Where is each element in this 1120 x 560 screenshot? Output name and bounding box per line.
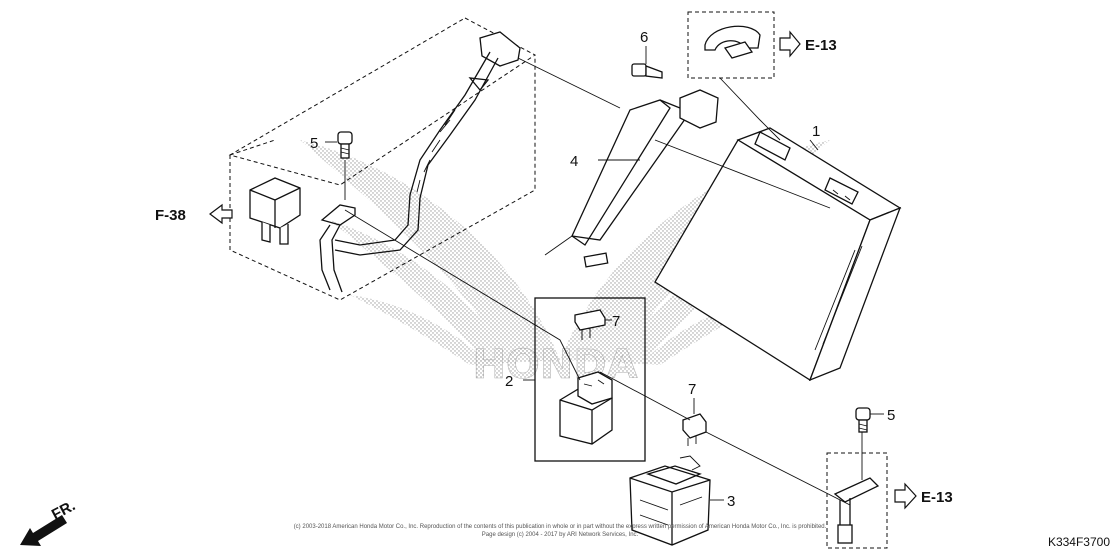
connection-lines bbox=[344, 57, 863, 506]
copyright-line-1: (c) 2003-2018 American Honda Motor Co., … bbox=[294, 524, 827, 530]
bolt-5-left: 5 bbox=[310, 131, 353, 200]
fuse-7-right: 7 bbox=[682, 381, 707, 446]
positive-cable-box bbox=[687, 11, 781, 141]
battery-cable bbox=[319, 31, 521, 293]
positive-terminal-box bbox=[826, 452, 888, 549]
part-label-7-right: 7 bbox=[688, 381, 696, 398]
part-label-5-right: 5 bbox=[887, 407, 895, 424]
ref-e13-bottom[interactable]: E-13 bbox=[894, 482, 953, 510]
honda-watermark-text: HONDA bbox=[472, 342, 637, 388]
battery-holder-strap: 4 bbox=[570, 89, 719, 268]
part-label-2: 2 bbox=[505, 373, 513, 390]
front-direction-indicator: FR. bbox=[20, 497, 78, 546]
bolt-6: 6 bbox=[631, 29, 663, 79]
part-label-4: 4 bbox=[570, 153, 578, 170]
battery: 1 bbox=[654, 123, 902, 382]
diagram-code: K334F3700 bbox=[1048, 535, 1110, 549]
relay-box-group: 2 7 bbox=[505, 297, 646, 462]
terminal-cover bbox=[249, 177, 301, 245]
part-label-6: 6 bbox=[640, 29, 648, 46]
part-label-1: 1 bbox=[812, 123, 820, 140]
part-label-7-upper: 7 bbox=[612, 313, 620, 330]
ref-f38-label: F-38 bbox=[155, 207, 186, 224]
bolt-5-right: 5 bbox=[855, 407, 895, 433]
ref-e13-bottom-label: E-13 bbox=[921, 489, 953, 506]
part-label-3: 3 bbox=[727, 493, 735, 510]
ref-f38[interactable]: F-38 bbox=[155, 203, 233, 225]
copyright-line-2: Page design (c) 2004 - 2017 by ARI Netwo… bbox=[482, 532, 639, 538]
ref-e13-top[interactable]: E-13 bbox=[779, 30, 837, 58]
ref-e13-top-label: E-13 bbox=[805, 37, 837, 54]
direction-label: FR. bbox=[49, 497, 78, 523]
part-label-5-left: 5 bbox=[310, 135, 318, 152]
relay-rubber-holder: 3 bbox=[629, 455, 735, 546]
